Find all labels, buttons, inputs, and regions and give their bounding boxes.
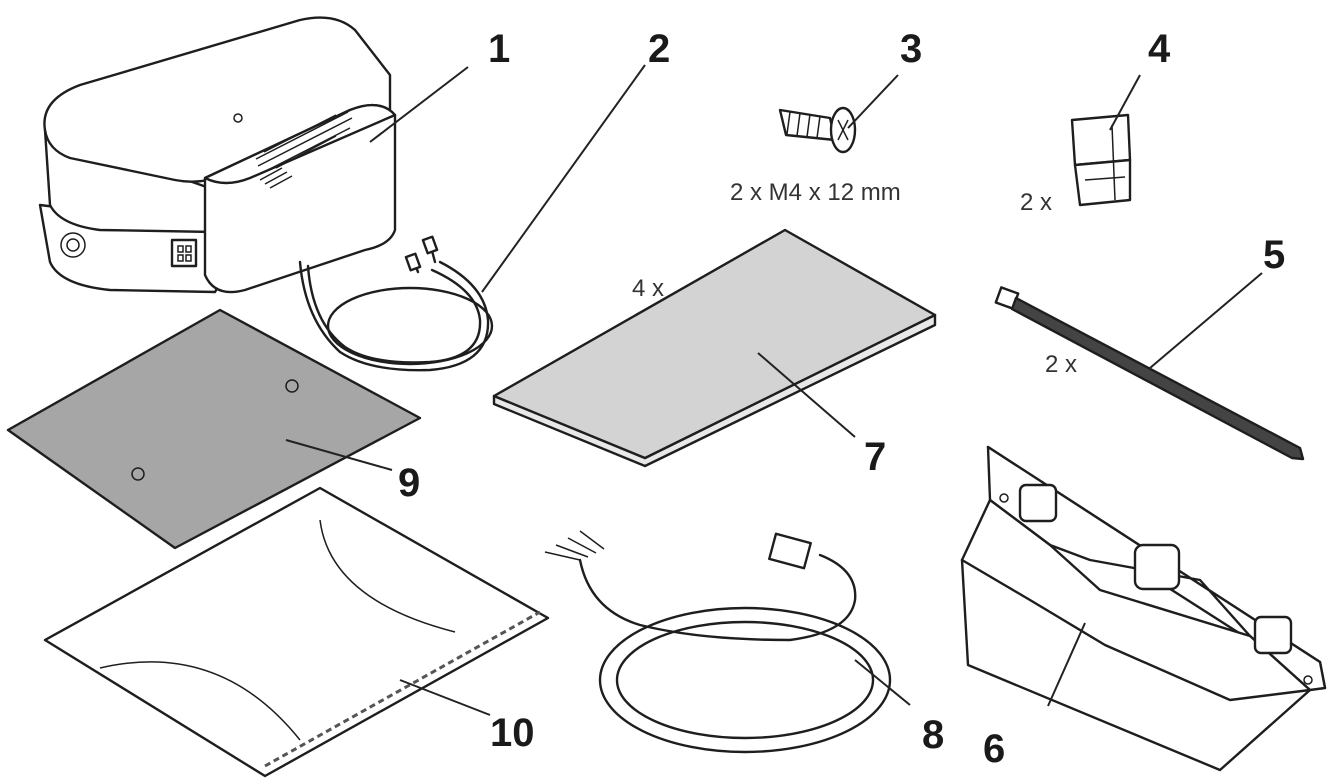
label-7: 7 bbox=[864, 435, 886, 479]
label-9: 9 bbox=[398, 461, 420, 505]
label-10: 10 bbox=[490, 711, 535, 755]
label-6: 6 bbox=[983, 727, 1005, 771]
part-6-bracket bbox=[960, 445, 1327, 772]
qty-pad: 4 x bbox=[632, 275, 664, 302]
part-2-sensor-wire bbox=[298, 235, 494, 372]
quantity-labels: 2 x M4 x 12 mm 2 x 4 x 2 x bbox=[632, 179, 1077, 378]
part-5-cable-tie bbox=[994, 286, 1305, 461]
label-4: 4 bbox=[1148, 27, 1171, 71]
callout-labels: 1 2 3 4 5 6 7 8 9 10 bbox=[398, 27, 1285, 771]
leader-lines bbox=[285, 64, 1263, 716]
part-3-screw bbox=[778, 106, 857, 154]
part-1-device-housing bbox=[38, 16, 397, 294]
part-4-clip bbox=[1070, 113, 1132, 207]
part-8-cable bbox=[544, 530, 892, 754]
part-9-grey-sheet bbox=[6, 308, 422, 550]
label-2: 2 bbox=[648, 27, 670, 71]
label-5: 5 bbox=[1263, 233, 1285, 277]
qty-screw: 2 x M4 x 12 mm bbox=[730, 179, 901, 206]
part-10-bag bbox=[43, 486, 550, 778]
label-8: 8 bbox=[922, 713, 944, 757]
label-1: 1 bbox=[488, 27, 510, 71]
qty-clip: 2 x bbox=[1020, 189, 1052, 216]
label-3: 3 bbox=[900, 27, 922, 71]
part-7-adhesive-pads bbox=[492, 228, 937, 468]
qty-tie: 2 x bbox=[1045, 351, 1077, 378]
